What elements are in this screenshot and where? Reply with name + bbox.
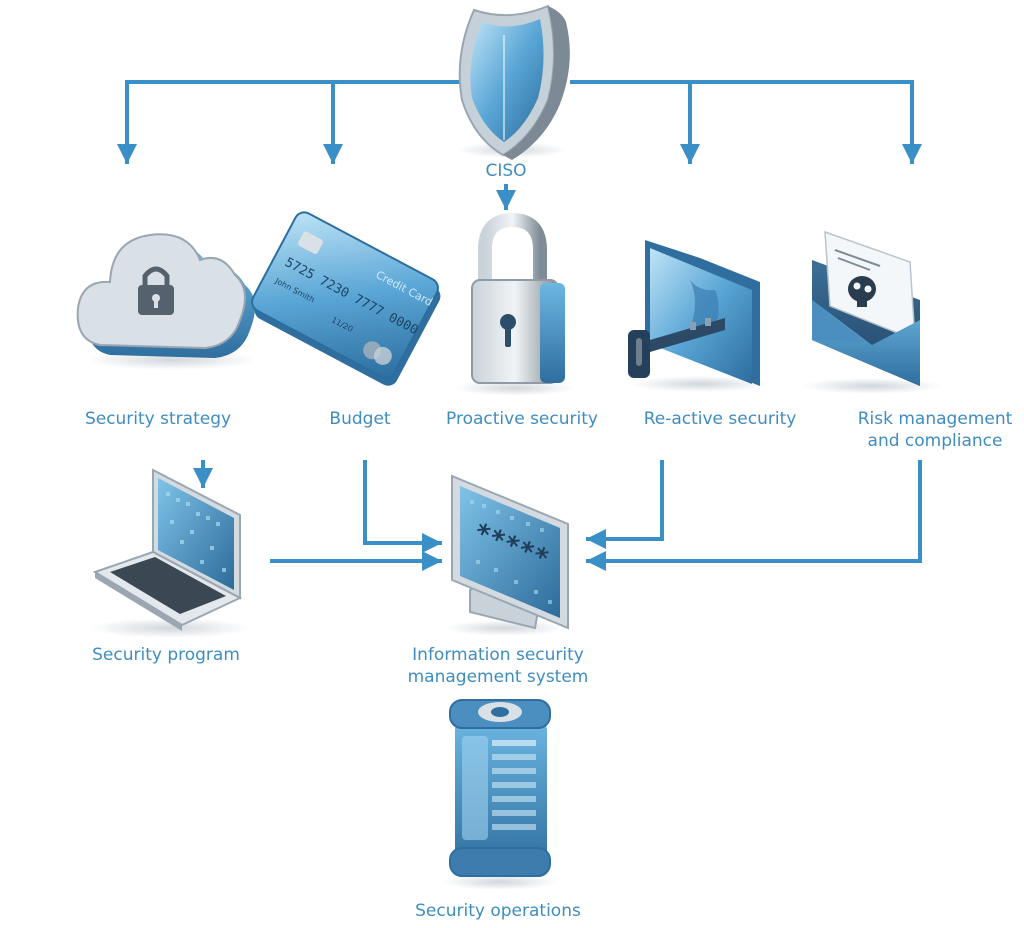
label-isms-line1: Information security xyxy=(412,645,584,665)
connector-reactive-isms xyxy=(586,460,664,549)
label-proactive-security: Proactive security xyxy=(446,409,598,429)
shield-icon xyxy=(457,4,570,160)
label-isms: Information security management system xyxy=(396,644,600,688)
connector-ciso-left-bus xyxy=(117,80,467,164)
padlock-icon xyxy=(455,212,575,396)
connectors xyxy=(117,80,922,571)
cloud-lock-icon xyxy=(76,233,257,370)
label-reactive-security: Re-active security xyxy=(643,409,797,429)
label-security-program: Security program xyxy=(92,645,240,665)
label-isms-line2: management system xyxy=(407,667,589,687)
label-security-strategy: Security strategy xyxy=(84,409,232,429)
connector-risk-isms xyxy=(586,460,922,571)
connector-ciso-right-bus xyxy=(570,80,922,164)
label-ciso: CISO xyxy=(485,161,527,181)
envelope-skull-icon xyxy=(802,230,942,394)
label-budget: Budget xyxy=(329,409,391,429)
credit-card-icon: 5725 7230 7777 0000 John Smith 11/20 Cre… xyxy=(251,211,441,386)
monitor-password-icon: ***** xyxy=(445,474,569,636)
label-security-operations: Security operations xyxy=(415,901,581,921)
label-risk-management: Risk management and compliance xyxy=(846,408,1024,452)
laptop-icon xyxy=(90,468,250,638)
folder-key-icon xyxy=(628,240,770,392)
label-risk-management-line2: and compliance xyxy=(867,431,1003,451)
label-risk-management-line1: Risk management xyxy=(857,409,1013,429)
connector-budget-isms xyxy=(363,460,442,553)
server-icon xyxy=(442,699,558,890)
